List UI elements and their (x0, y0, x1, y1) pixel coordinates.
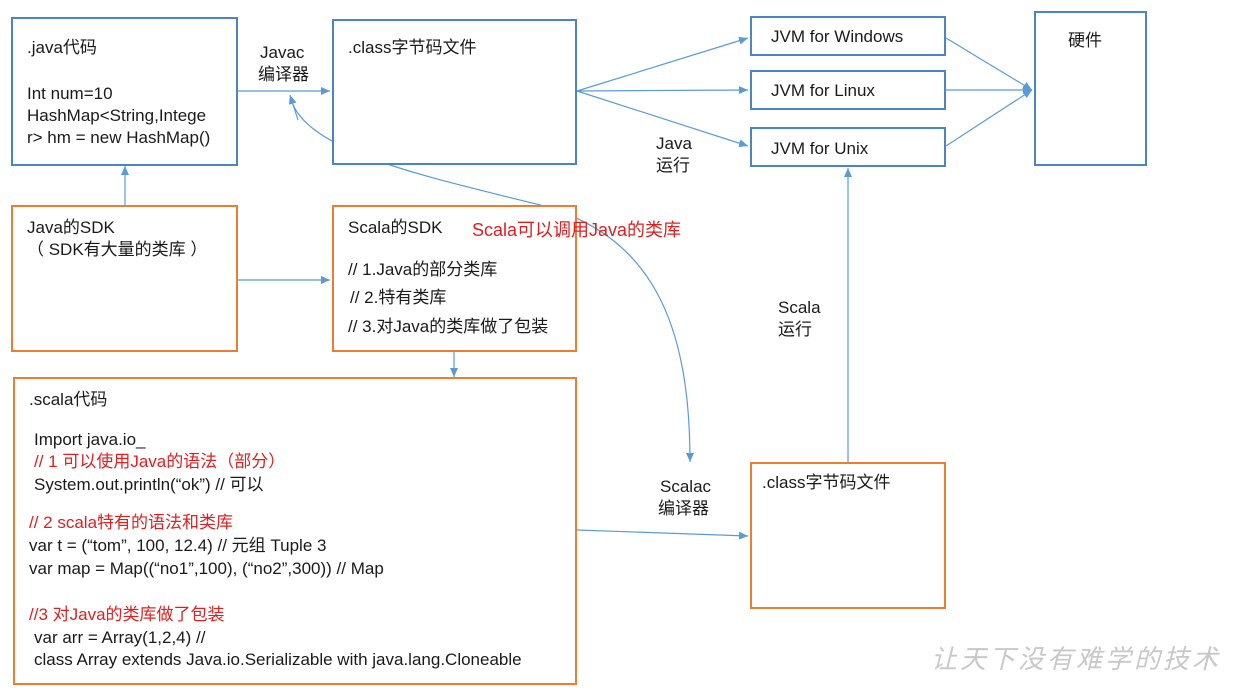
jvm-windows-box: JVM for Windows (750, 16, 946, 56)
java-run-label: 运行 (656, 156, 690, 175)
arrow-curve-to-javac (288, 94, 299, 121)
scala-code-comment: // 2 scala特有的语法和类库 (29, 513, 234, 532)
arrow-scalacode-to-class (576, 529, 749, 540)
scalac-label: Scalac (660, 477, 712, 496)
class-file-box-top: .class字节码文件 (332, 19, 577, 165)
class-file-title: .class字节码文件 (348, 38, 477, 57)
scala-code-line: System.out.println(“ok”) // 可以 (34, 475, 264, 494)
java-sdk-box: Java的SDK （ SDK有大量的类库 ） (11, 205, 238, 352)
watermark: 让天下没有难学的技术 (930, 645, 1221, 675)
scala-run-label: 运行 (778, 320, 812, 339)
scala-code-title: .scala代码 (29, 390, 108, 409)
java-code-title: .java代码 (27, 38, 97, 57)
scala-calls-java-note: Scala可以调用Java的类库 (472, 220, 682, 240)
scala-sdk-box: Scala的SDK // 1.Java的部分类库 // 2.特有类库 // 3.… (332, 205, 577, 352)
scala-code-comment: //3 对Java的类库做了包装 (29, 605, 225, 624)
scala-sdk-item: // 3.对Java的类库做了包装 (348, 317, 549, 336)
jvm-windows-label: JVM for Windows (771, 27, 904, 46)
hardware-box: 硬件 (1034, 11, 1147, 166)
jvm-linux-label: JVM for Linux (771, 81, 875, 100)
jvm-unix-box: JVM for Unix (750, 127, 946, 167)
arrow-unix-to-hardware (945, 89, 1033, 147)
java-sdk-subtitle: （ SDK有大量的类库 ） (27, 240, 208, 259)
scala-code-line: Import java.io_ (34, 430, 146, 449)
java-code-line: HashMap<String,Intege (27, 106, 207, 125)
scala-code-comment: // 1 可以使用Java的语法（部分） (34, 452, 286, 471)
hardware-label: 硬件 (1068, 31, 1102, 50)
arrow-windows-to-hardware (945, 37, 1033, 91)
java-sdk-title: Java的SDK (27, 218, 115, 237)
jvm-unix-label: JVM for Unix (771, 139, 869, 158)
java-run-label: Java (656, 134, 692, 153)
arrow-class-to-jvm-windows (576, 36, 749, 92)
scala-code-line: var arr = Array(1,2,4) // (34, 628, 206, 647)
scala-code-line: var map = Map((“no1”,100), (“no2”,300)) … (29, 559, 384, 578)
java-code-box: .java代码 Int num=10 HashMap<String,Intege… (11, 17, 238, 166)
java-code-line: Int num=10 (27, 84, 113, 103)
jvm-linux-box: JVM for Linux (750, 70, 946, 110)
scala-code-line: var t = (“tom”, 100, 12.4) // 元组 Tuple 3 (29, 536, 327, 555)
scala-code-box: .scala代码 Import java.io_ // 1 可以使用Java的语… (13, 377, 577, 685)
class-file-title: .class字节码文件 (762, 473, 891, 492)
scala-run-label: Scala (778, 298, 821, 317)
arrow-class-to-jvm-linux (576, 86, 749, 95)
scala-sdk-item: // 1.Java的部分类库 (348, 260, 498, 279)
javac-label: 编译器 (258, 65, 309, 84)
scala-sdk-item: // 2.特有类库 (350, 288, 447, 307)
arrow-class-to-jvm-unix (576, 90, 749, 148)
scala-sdk-title: Scala的SDK (348, 218, 443, 237)
scalac-label: 编译器 (658, 499, 709, 518)
scala-code-line: class Array extends Java.io.Serializable… (34, 650, 522, 669)
javac-label: Javac (260, 43, 305, 62)
class-file-box-bottom: .class字节码文件 (750, 462, 946, 609)
java-code-line: r> hm = new HashMap() (27, 128, 211, 147)
